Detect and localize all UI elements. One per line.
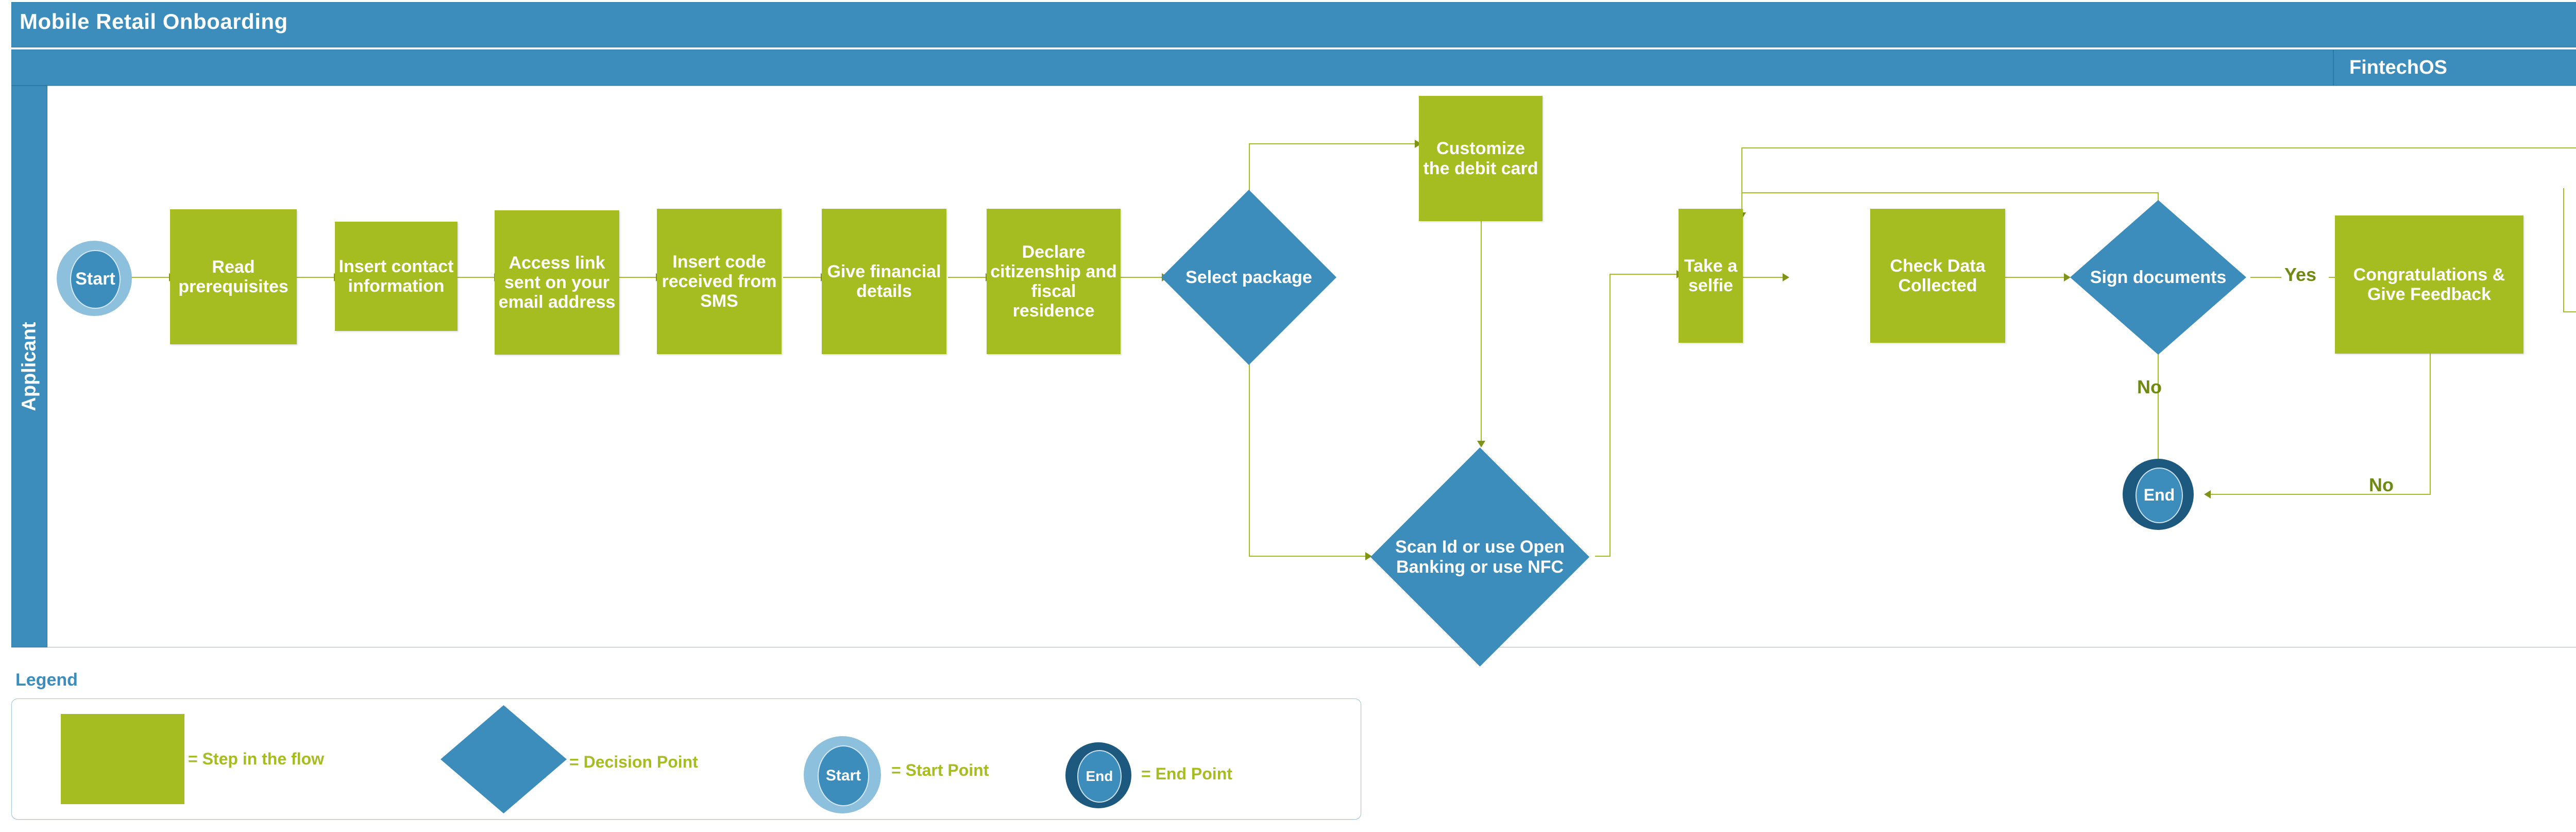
arrowhead (1365, 552, 1372, 560)
node-congratulations-feedback[interactable]: Congratulations & Give Feedback (2335, 215, 2523, 354)
connector-return-photos (1741, 147, 2576, 148)
connector-start-to-read (131, 277, 170, 278)
arrowhead (1783, 273, 1789, 281)
lane-label-applicant: Applicant (11, 86, 47, 647)
node-take-a-selfie[interactable]: Take a selfie (1679, 209, 1743, 343)
legend-title: Legend (15, 670, 78, 690)
node-label: Insert code received from SMS (662, 252, 777, 311)
node-label: Insert contact information (338, 256, 454, 296)
connector-check-to-sign (2004, 277, 2065, 278)
connector-scan-to-selfie (1609, 274, 1677, 275)
node-insert-contact-information[interactable]: Insert contact information (335, 222, 457, 331)
lane-seam-fintechos (2333, 49, 2334, 86)
connector-scan-right (1595, 556, 1611, 557)
node-label: Read prerequisites (178, 257, 289, 296)
connector-selfie-to-check (1742, 277, 1784, 278)
node-select-package[interactable]: Select package (1161, 190, 1336, 365)
lane-label-applicant-text: Applicant (18, 322, 40, 411)
lane-header-fintechos: FintechOS (2349, 57, 2448, 78)
arrowhead (2064, 273, 2071, 281)
legend-panel (11, 698, 1361, 820)
connector-citizenship-to-package (1121, 277, 1163, 278)
connector-congrats-to-end (2209, 494, 2431, 495)
connector-package-to-customize (1249, 143, 1416, 144)
connector-email-riser (2563, 188, 2564, 312)
arrowhead (1477, 441, 1485, 447)
node-give-financial-details[interactable]: Give financial details (822, 209, 946, 354)
pool-title-bar (11, 2, 2576, 47)
page-title: Mobile Retail Onboarding (20, 9, 288, 34)
connector-to-send-email (2563, 311, 2576, 312)
node-customize-debit-card[interactable]: Customize the debit card (1419, 96, 1543, 221)
legend-text-start: = Start Point (891, 761, 989, 779)
legend-end-label: End (1077, 750, 1122, 803)
node-label: Access link sent on your email address (498, 253, 616, 312)
node-label: Sign documents (2090, 267, 2227, 287)
connector-package-to-scan (1249, 556, 1366, 557)
node-label: Take a selfie (1684, 256, 1738, 295)
connector-customize-down (1481, 221, 1482, 442)
legend-text-decision: = Decision Point (569, 753, 698, 771)
node-label: Give financial details (827, 261, 941, 301)
connector-package-down (1249, 354, 1250, 557)
node-label: Customize the debit card (1423, 139, 1538, 178)
connector-read-to-contact (296, 277, 335, 278)
legend-swatch-end: End (1065, 742, 1131, 808)
connector-to-check-photos (2566, 147, 2576, 148)
arrowhead (2204, 490, 2211, 498)
connector-sign-to-selfie (1741, 192, 2159, 193)
edge-label-yes: Yes (2284, 264, 2317, 285)
node-read-prerequisites[interactable]: Read prerequisites (170, 209, 297, 344)
node-label: Declare citizenship and fiscal residence (990, 242, 1117, 321)
legend-start-label: Start (818, 745, 869, 806)
connector-contact-to-link (456, 277, 495, 278)
lane-header-strip (11, 49, 2576, 86)
node-label: Check Data Collected (1890, 256, 1986, 295)
connector-congrats-down (2430, 353, 2431, 495)
node-check-data-collected[interactable]: Check Data Collected (1870, 209, 2005, 343)
connector-sign-no (2158, 354, 2159, 482)
node-insert-code[interactable]: Insert code received from SMS (657, 209, 782, 354)
node-label: Select package (1185, 267, 1312, 287)
node-start[interactable]: Start (57, 241, 132, 316)
node-sign-documents[interactable]: Sign documents (2070, 200, 2246, 355)
node-start-label: Start (70, 249, 121, 309)
connector-package-up (1249, 143, 1250, 200)
node-access-link[interactable]: Access link sent on your email address (495, 210, 619, 355)
node-declare-citizenship[interactable]: Declare citizenship and fiscal residence (987, 209, 1121, 354)
legend-swatch-start: Start (804, 736, 881, 813)
connector-return-photos-down (1741, 147, 1742, 214)
node-end[interactable]: End (2123, 459, 2194, 530)
edge-label-no-congrats: No (2369, 474, 2394, 495)
node-scan-id[interactable]: Scan Id or use Open Banking or use NFC (1370, 447, 1589, 667)
connector-scan-up (1609, 274, 1611, 557)
node-end-label: End (2135, 467, 2183, 524)
legend-text-process: = Step in the flow (188, 750, 325, 768)
connector-code-to-financial (783, 277, 822, 278)
connector-link-to-code (618, 277, 657, 278)
node-label: Scan Id or use Open Banking or use NFC (1395, 537, 1565, 577)
connector-financial-to-citizenship (948, 277, 987, 278)
legend-swatch-process (61, 714, 184, 804)
connector-sign-yes-a (2250, 277, 2281, 278)
diagram-canvas (47, 86, 2576, 647)
edge-label-no-sign: No (2137, 376, 2162, 397)
legend-text-end: = End Point (1141, 764, 1232, 783)
node-label: Congratulations & Give Feedback (2353, 264, 2505, 304)
